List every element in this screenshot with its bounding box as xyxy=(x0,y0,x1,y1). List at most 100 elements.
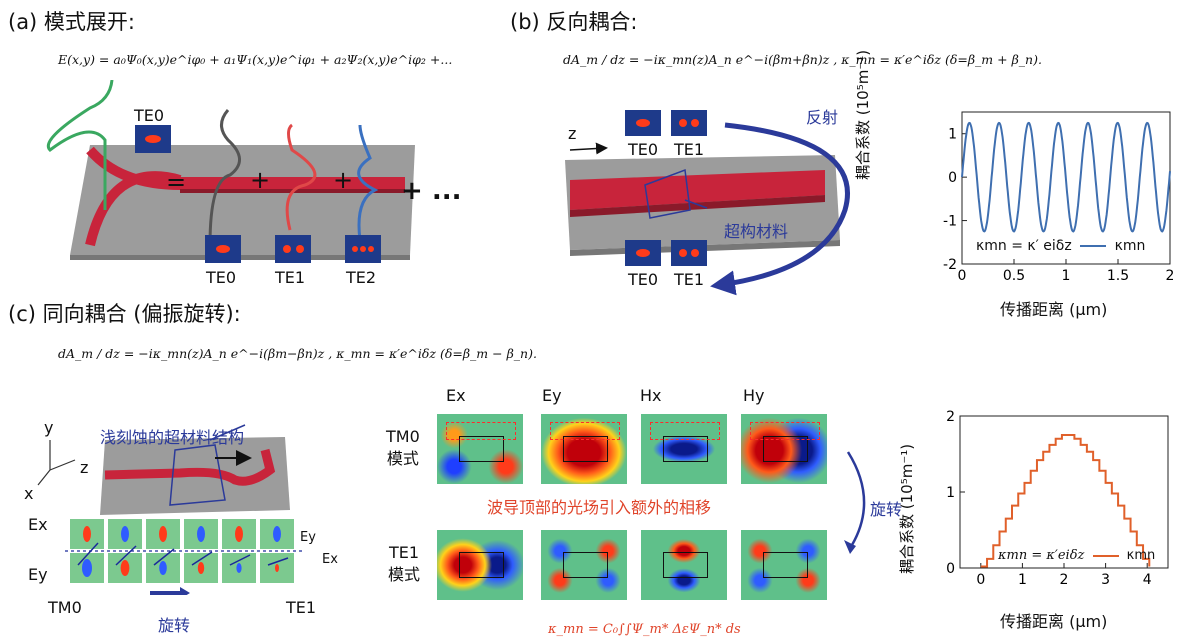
ey-field-lobe xyxy=(236,563,242,573)
polarization-arrow xyxy=(191,551,213,566)
chart1-legend: κmn = κ′ eiδz κmn xyxy=(976,238,1145,254)
op-plus-2: + xyxy=(333,166,354,194)
ey-field-lobe xyxy=(275,564,279,572)
axis-z-label: z xyxy=(568,124,577,143)
chart1-legend-series: κmn xyxy=(1114,238,1146,254)
chart1-xtick-label: 2 xyxy=(1166,268,1175,284)
field-map-tm0-hx xyxy=(641,414,727,484)
axis-x-label: x xyxy=(24,484,34,503)
mode-te0-label: TE0 xyxy=(628,140,659,159)
chart2-xlabel: 传播距离 (μm) xyxy=(1000,612,1108,631)
chart1-legend-formula: κmn = κ′ eiδz xyxy=(976,238,1072,254)
ex-field-lobe xyxy=(235,526,243,542)
te1-label: TE1 xyxy=(286,598,317,617)
ex-field-lobe xyxy=(197,526,205,542)
polarization-arrow xyxy=(77,542,99,566)
ey-field-lobe xyxy=(159,561,167,575)
polarization-rotation-diagram xyxy=(37,424,305,595)
structure-label: 浅刻蚀的超材料结构 xyxy=(100,428,245,447)
rotation-label: 旋转 xyxy=(158,616,191,635)
top-region-outline xyxy=(445,422,517,440)
row-tm0-label: TM0 模式 xyxy=(386,427,420,468)
reflection-label: 反射 xyxy=(806,108,839,127)
chart1-ytick-label: -1 xyxy=(943,214,957,230)
chart1-ytick-label: -2 xyxy=(943,257,957,273)
ey-small-label: Ey xyxy=(300,530,316,545)
axis-z-label: z xyxy=(80,458,89,477)
ey-field-lobe xyxy=(82,559,92,577)
chart1-xtick-label: 1 xyxy=(1062,268,1071,284)
field-map-te1-ex xyxy=(437,530,523,600)
chart1-ylabel: 耦合系数 (10⁵m⁻¹) xyxy=(854,49,872,180)
waveguide-outline xyxy=(762,552,808,579)
chart2-xtick-label: 1 xyxy=(1018,572,1027,588)
chart1-xtick-label: 0.5 xyxy=(1003,268,1025,284)
ex-small-label: Ex xyxy=(322,552,338,567)
chart1-series-line xyxy=(961,121,1171,233)
ey-field-lobe xyxy=(120,560,130,576)
op-plus-1: + xyxy=(250,166,271,194)
waveguide-outline xyxy=(458,552,504,579)
top-region-outline xyxy=(549,422,621,440)
chart2-legend-line xyxy=(1092,554,1119,557)
row-te1-label: TE1 模式 xyxy=(388,543,421,584)
chart2-series-line xyxy=(980,434,1151,568)
polarization-arrow xyxy=(267,557,289,566)
chart2-xtick-label: 0 xyxy=(976,572,985,588)
phase-shift-note: 波导顶部的光场引入额外的相移 xyxy=(487,498,712,517)
col-ex: Ex xyxy=(446,386,466,405)
field-map-tm0-ex xyxy=(437,414,523,484)
ex-field-lobe xyxy=(83,526,91,542)
panel-c-equation: dA_m / dz = −iκ_mn(z)A_n e^−i(βm−βn)z , … xyxy=(58,346,537,361)
mode-te1-icon xyxy=(671,240,707,266)
waveguide-outline xyxy=(662,436,708,463)
chart1-xtick-label: 0 xyxy=(958,268,967,284)
chart2-legend-series: κmn xyxy=(1126,548,1156,563)
panel-a-equation: E(x,y) = a₀Ψ₀(x,y)e^iφ₀ + a₁Ψ₁(x,y)e^iφ₁… xyxy=(58,52,453,67)
backward-coupling-diagram xyxy=(565,110,850,296)
waveguide-outline xyxy=(458,436,504,463)
chart1-xtick-label: 1.5 xyxy=(1107,268,1129,284)
rotation-arrow xyxy=(844,451,866,554)
top-region-outline xyxy=(649,422,721,440)
axis-y-label: y xyxy=(44,418,54,437)
panel-b-title: (b) 反向耦合: xyxy=(510,10,638,34)
op-plus-dots: + ... xyxy=(401,176,462,206)
rotation2-label: 旋转 xyxy=(870,500,903,519)
polarization-arrow xyxy=(229,554,251,566)
chart2-legend-formula: κmn = κ′eiδz xyxy=(998,548,1085,563)
waveguide-outline xyxy=(562,552,608,579)
mode-te1-label: TE1 xyxy=(674,270,705,289)
mode-te1-label: TE1 xyxy=(275,268,306,287)
ex-field-lobe xyxy=(273,526,281,542)
field-map-tm0-ey xyxy=(541,414,627,484)
col-hx: Hx xyxy=(640,386,662,405)
waveguide-outline xyxy=(762,436,808,463)
chart2-xtick-label: 4 xyxy=(1143,572,1152,588)
chart1-ytick-label: 0 xyxy=(948,170,957,186)
mode-te1-icon xyxy=(671,110,707,136)
overlap-formula: κ_mn = C₀∫∫Ψ_m* ΔεΨ_n* ds xyxy=(548,622,741,637)
chart1-xlabel: 传播距离 (μm) xyxy=(1000,300,1108,319)
mode-te0-label: TE0 xyxy=(206,268,237,287)
tm0-label: TM0 xyxy=(48,598,82,617)
chart2-xtick-label: 3 xyxy=(1101,572,1110,588)
chart2-xtick-label: 2 xyxy=(1060,572,1069,588)
panel-b-equation: dA_m / dz = −iκ_mn(z)A_n e^−i(βm+βn)z , … xyxy=(563,52,1042,67)
chart2-ytick-label: 0 xyxy=(946,561,955,577)
top-region-outline xyxy=(749,422,821,440)
op-equals: = xyxy=(166,168,187,196)
chart1-legend-line xyxy=(1080,245,1107,247)
ex-row-label: Ex xyxy=(28,515,48,534)
polarization-arrow xyxy=(115,545,137,566)
chart2-ytick-label: 2 xyxy=(946,409,955,425)
chart2-ylabel: 耦合系数 (10⁵m⁻¹) xyxy=(898,443,916,574)
panel-a-title: (a) 模式展开: xyxy=(8,10,136,34)
col-ey: Ey xyxy=(542,386,562,405)
chart2-legend: κmn = κ′eiδz κmn xyxy=(998,548,1155,563)
metamaterial-label: 超构材料 xyxy=(724,222,789,241)
ex-field-lobe xyxy=(159,526,167,542)
mode-te1-icon xyxy=(275,235,311,263)
